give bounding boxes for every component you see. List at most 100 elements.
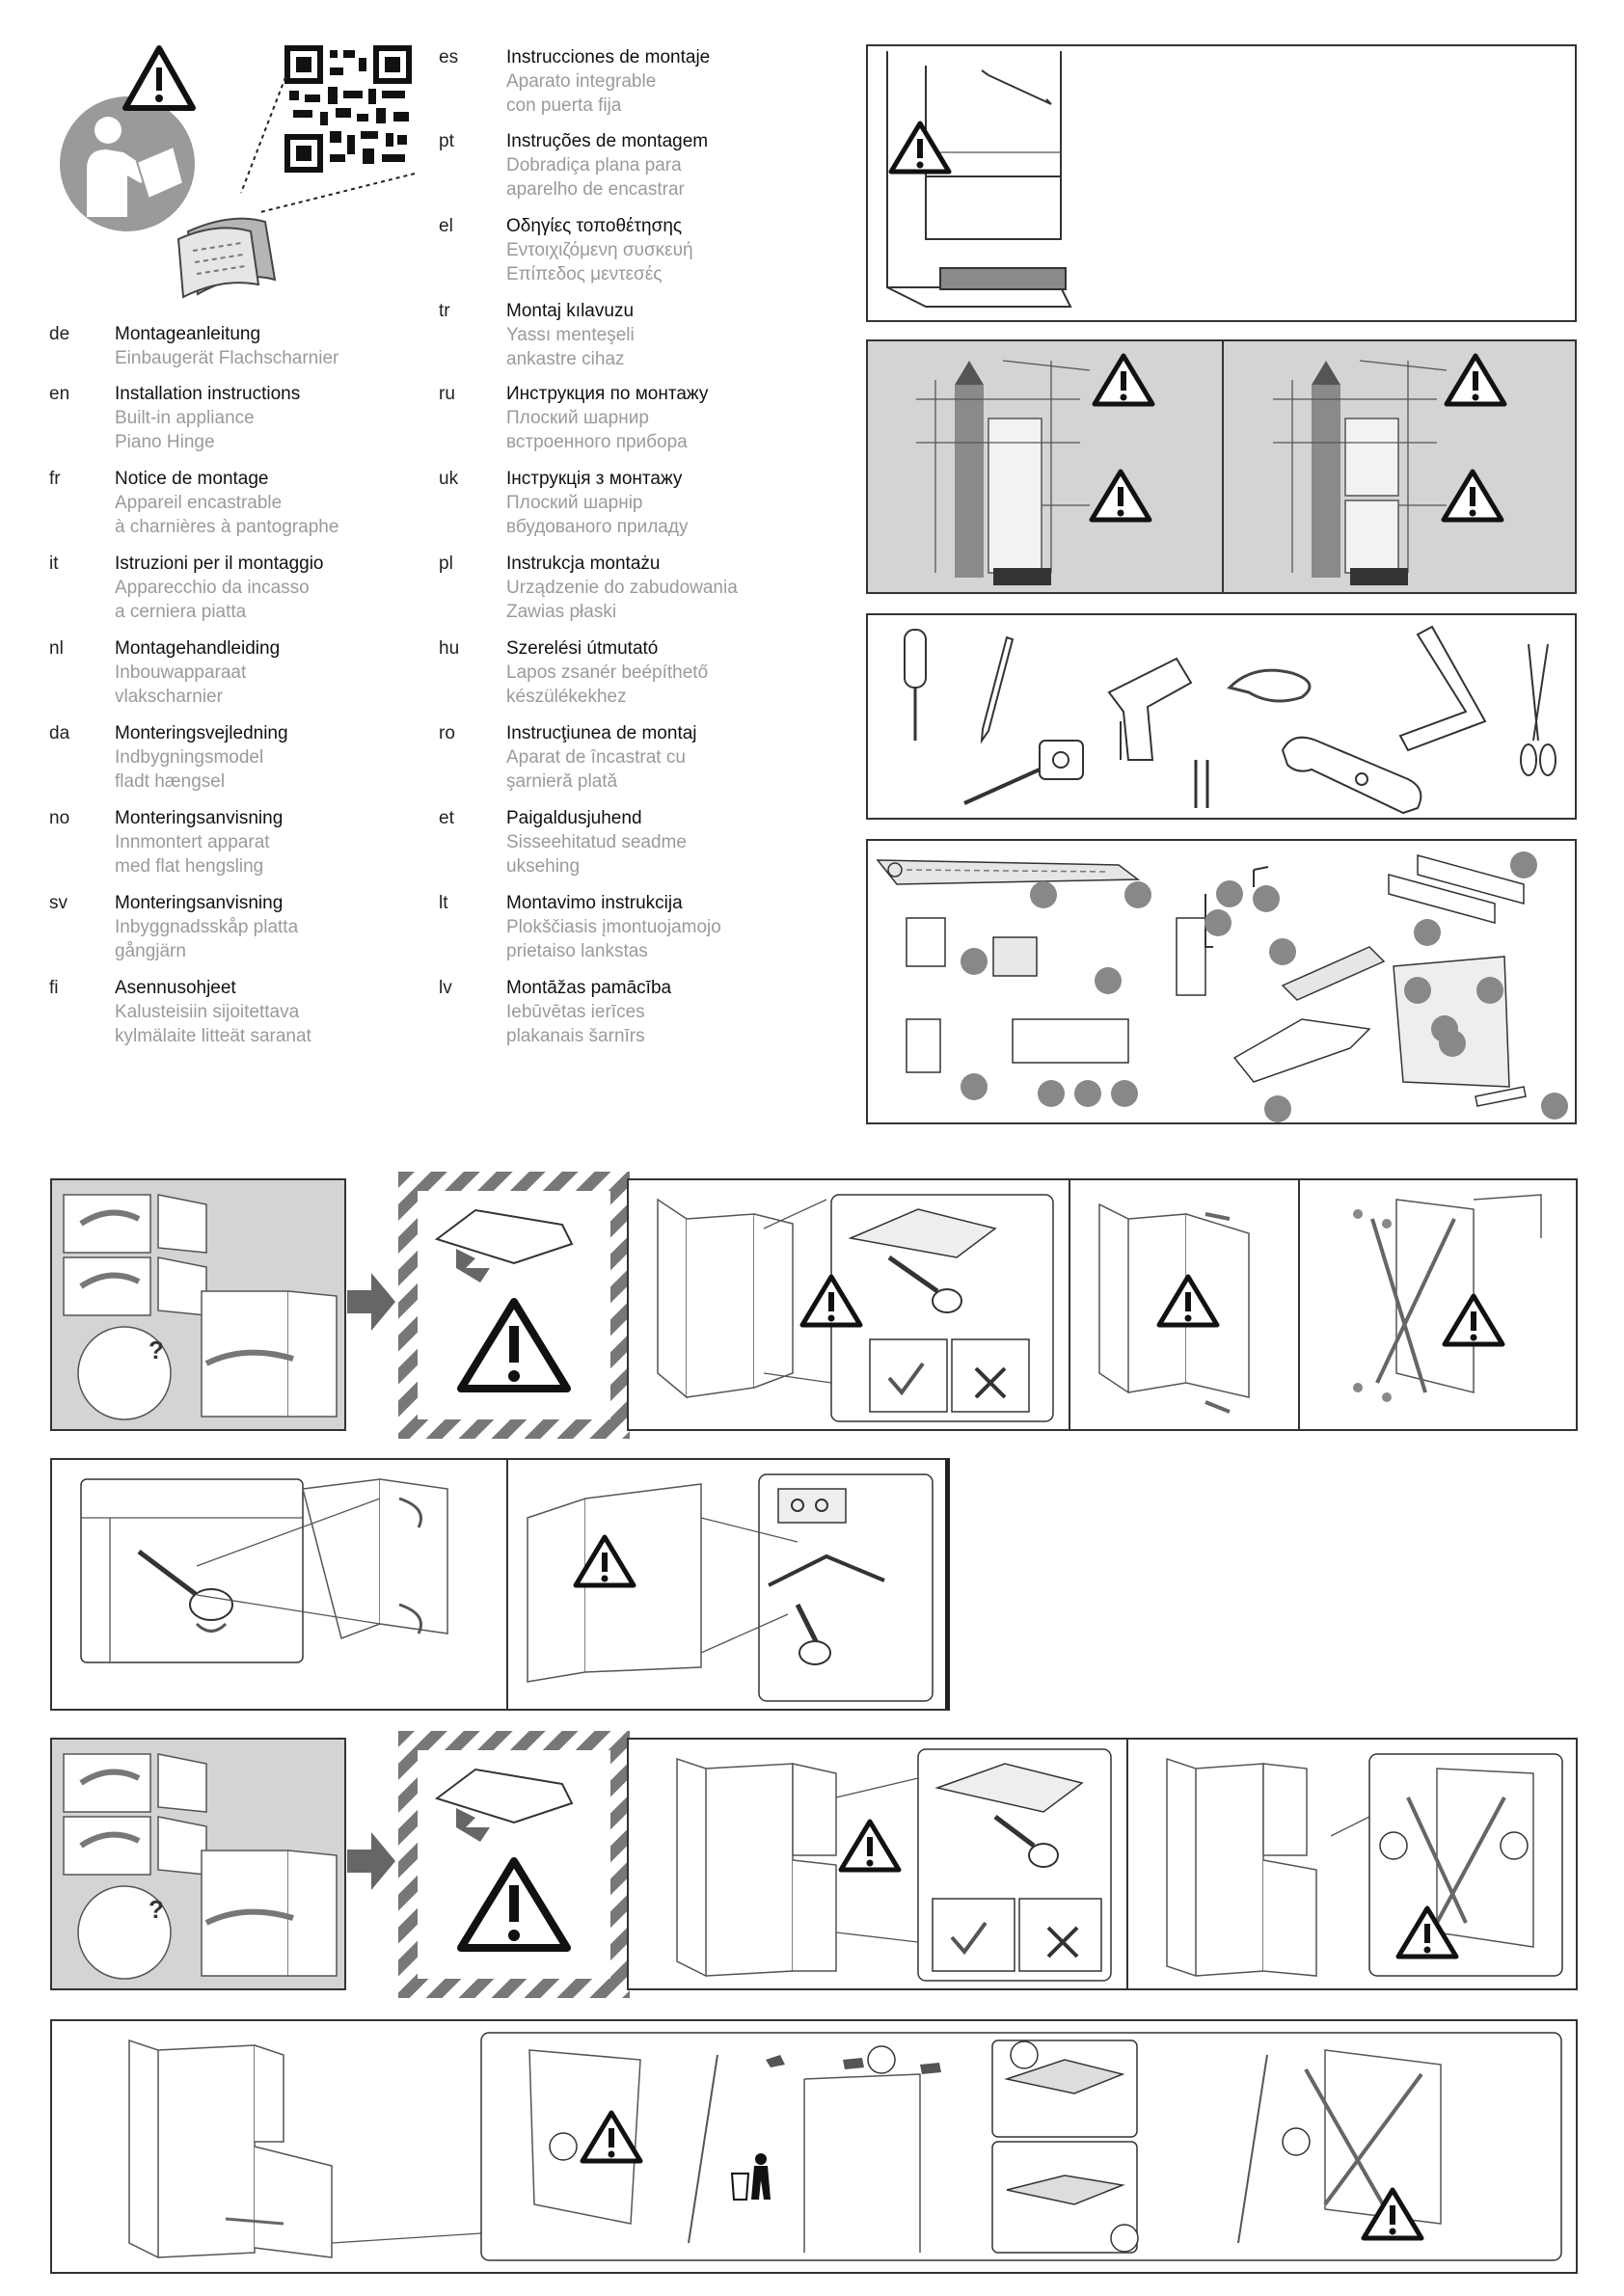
- part-markers: [961, 851, 1568, 1122]
- lang-subtitle: prietaiso lankstas: [506, 941, 648, 961]
- step-door-check-double: ?: [50, 1738, 346, 1990]
- caution-hinge-pinch: [398, 1172, 630, 1439]
- lang-subtitle: Επίπεδος μεντεσές: [506, 264, 663, 284]
- step-mount-door-single: [506, 1458, 950, 1711]
- tape-measure-icon: [963, 740, 1084, 805]
- lang-subtitle: Innmontert apparat: [115, 832, 270, 852]
- lang-subtitle: kylmälaite litteät saranat: [115, 1026, 311, 1046]
- question-mark-glyph: ?: [149, 1895, 164, 1924]
- lang-code: es: [439, 47, 459, 68]
- warning-triangle-icon: [1089, 469, 1152, 523]
- step-adjust-hinge-screw: [50, 1458, 509, 1711]
- lang-title: Οδηγίες τοποθέτησης: [506, 216, 683, 236]
- step-swap-hinges-single: [1298, 1178, 1578, 1431]
- lang-code: fi: [49, 978, 59, 998]
- warning-triangle-icon: [1395, 1905, 1459, 1959]
- lang-code: pl: [439, 554, 453, 574]
- warning-triangle-icon: [799, 1274, 863, 1328]
- lang-subtitle: Urządzenie do zabudowania: [506, 578, 738, 598]
- lang-code: ru: [439, 384, 455, 404]
- ventilation-panel: [866, 339, 1577, 594]
- wrench-icon: [1281, 736, 1422, 815]
- lang-title: Instrucţiunea de montaj: [506, 723, 697, 743]
- lang-subtitle: Appareil encastrable: [115, 493, 283, 513]
- lang-title: Istruzioni per il montaggio: [115, 554, 324, 574]
- drill-icon: [1107, 657, 1193, 761]
- arrow-right-icon: [347, 1273, 395, 1331]
- lang-title: Monteringsanvisning: [115, 893, 284, 913]
- lang-title: Instrukcja montażu: [506, 554, 661, 574]
- warning-triangle-icon: [457, 1298, 571, 1392]
- lang-title: Paigaldusjuhend: [506, 808, 642, 828]
- lang-subtitle: ankastre cihaz: [506, 349, 625, 369]
- lang-title: Инструкция по монтажу: [506, 384, 709, 404]
- pencil-icon: [980, 635, 1015, 744]
- lang-subtitle: à charnières à pantographe: [115, 517, 339, 537]
- manual-booklet-icon: [176, 217, 277, 299]
- lang-subtitle: a cerniera piatta: [115, 602, 247, 622]
- lang-code: ro: [439, 723, 455, 743]
- header-illustration: [48, 39, 434, 299]
- lang-subtitle: készülékekhez: [506, 687, 627, 707]
- lang-code: sv: [49, 893, 68, 913]
- lang-subtitle: med flat hengsling: [115, 856, 264, 877]
- caution-hinge-pinch-2: [398, 1731, 630, 1998]
- lang-title: Montāžas pamācība: [506, 978, 672, 998]
- step-swap-hinges-double: [1126, 1738, 1578, 1990]
- lang-code: fr: [49, 469, 61, 489]
- warning-triangle-icon: [888, 121, 952, 175]
- lang-code: et: [439, 808, 454, 828]
- qr-code-icon: [284, 45, 415, 176]
- lang-subtitle: Dobradiça plana para: [506, 155, 682, 176]
- lang-subtitle: Einbaugerät Flachscharnier: [115, 348, 339, 368]
- lang-title: Monteringsanvisning: [115, 808, 284, 828]
- lang-title: Instruções de montagem: [506, 131, 709, 151]
- lang-title: Monteringsvejledning: [115, 723, 288, 743]
- warning-triangle-icon: [580, 2110, 643, 2164]
- tools-panel: [866, 613, 1577, 820]
- warning-triangle-icon: [1444, 353, 1507, 407]
- arrow-right-icon: [347, 1832, 395, 1890]
- lang-code: en: [49, 384, 70, 404]
- lang-subtitle: plakanais šarnīrs: [506, 1026, 645, 1046]
- lang-subtitle: Плоский шарнир: [506, 408, 649, 428]
- warning-triangle-icon: [457, 1857, 571, 1952]
- lang-subtitle: Plokščiasis įmontuojamojo: [506, 917, 721, 937]
- lang-subtitle: Lapos zsanér beépíthető: [506, 662, 709, 683]
- scissors-icon: [1520, 643, 1556, 776]
- lang-code: nl: [49, 638, 64, 659]
- lang-code: uk: [439, 469, 459, 489]
- lang-title: Montagehandleiding: [115, 638, 281, 659]
- lang-title: Instrucciones de montaje: [506, 47, 711, 68]
- lang-subtitle: Apparecchio da incasso: [115, 578, 310, 598]
- lang-code: it: [49, 554, 59, 574]
- lang-code: pt: [439, 131, 454, 151]
- step-door-check-single: ?: [50, 1178, 346, 1431]
- lang-subtitle: Piano Hinge: [115, 432, 215, 452]
- step-open-door-single: [1069, 1178, 1300, 1431]
- lang-code: el: [439, 216, 453, 236]
- drill-bits-icon: [1194, 760, 1209, 808]
- lang-subtitle: uksehing: [506, 856, 581, 877]
- lang-title: Szerelési útmutató: [506, 638, 659, 659]
- warning-triangle-icon: [573, 1534, 636, 1588]
- lang-subtitle: Indbygningsmodel: [115, 747, 264, 768]
- warning-triangle-icon: [838, 1819, 902, 1873]
- lang-code: de: [49, 324, 70, 344]
- lang-subtitle: Zawias płaski: [506, 602, 617, 622]
- lang-subtitle: Aparat de încastrat cu: [506, 747, 686, 768]
- trash-bin-icon: [730, 2153, 771, 2201]
- lang-subtitle: вбудованого приладу: [506, 517, 689, 537]
- lang-title: Montaj kılavuzu: [506, 301, 635, 321]
- step-reinstall-hinge-cover: [50, 2019, 1578, 2274]
- lang-title: Montageanleitung: [115, 324, 261, 344]
- lang-code: lv: [439, 978, 452, 998]
- cable-icon: [1227, 668, 1312, 703]
- lang-subtitle: vlakscharnier: [115, 687, 223, 707]
- warning-triangle-icon: [1156, 1274, 1220, 1328]
- step-remove-hinge-single: [627, 1178, 1070, 1431]
- lang-code: tr: [439, 301, 450, 321]
- screwdriver-icon: [904, 629, 927, 741]
- warning-triangle-icon: [1442, 1293, 1505, 1347]
- lang-subtitle: fladt hængsel: [115, 771, 226, 792]
